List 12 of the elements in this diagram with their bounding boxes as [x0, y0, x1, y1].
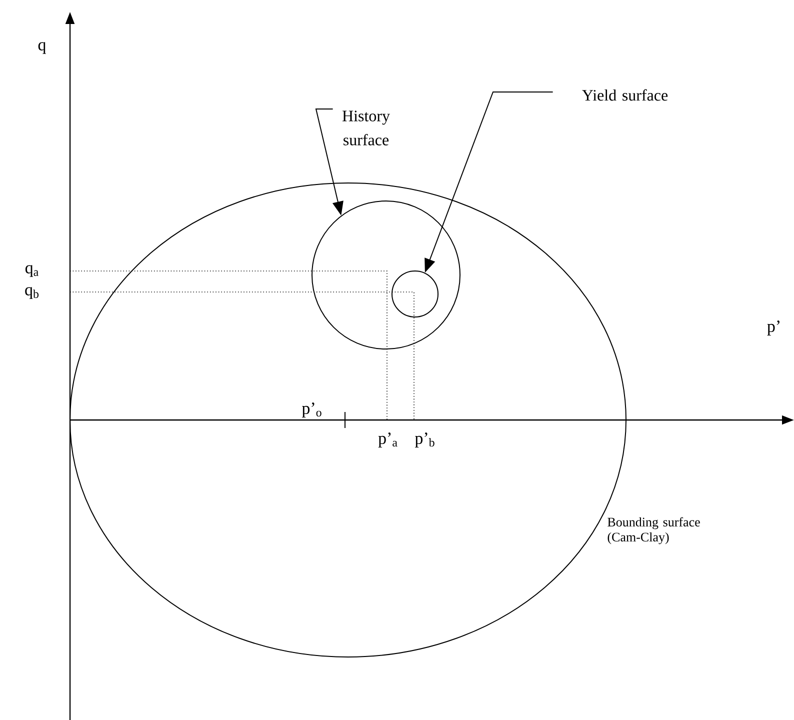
axis-label: q$_{a}$ — [25, 265, 38, 277]
axis-label: p’$_{o}$ — [302, 402, 322, 418]
axis-label: p’$_{b}$ — [414, 432, 434, 448]
axis-label: q — [38, 42, 46, 54]
circle-curve — [312, 200, 460, 350]
axis-label: p’$_{a}$ — [378, 432, 398, 448]
circle-curve — [392, 270, 438, 318]
surface-label: History surface — [342, 110, 390, 146]
axis-label: q$_{b}$ — [25, 287, 39, 299]
surface-label: Yield surface — [582, 89, 668, 101]
surface-label: Bounding surface (Cam-Clay) — [608, 517, 700, 544]
axis-label: p’ — [767, 320, 780, 336]
